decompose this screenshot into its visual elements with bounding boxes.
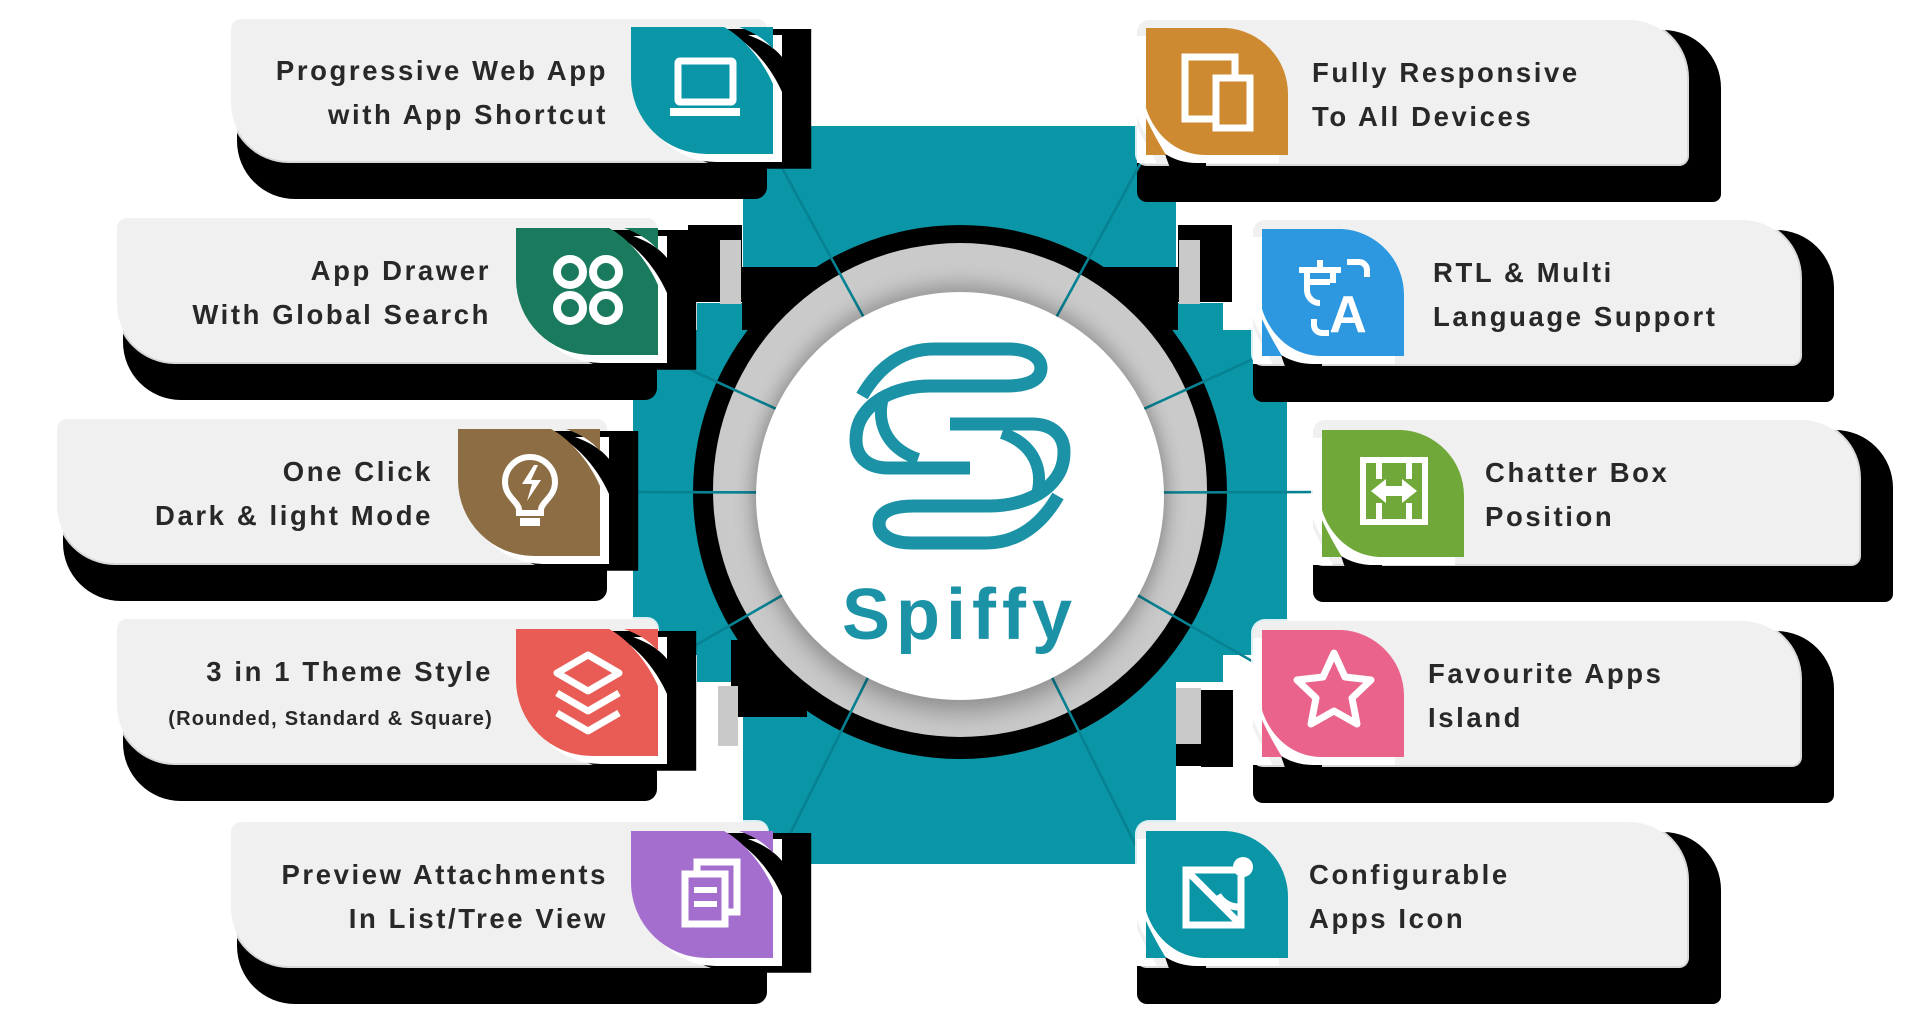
svg-text:A: A <box>1329 286 1367 344</box>
